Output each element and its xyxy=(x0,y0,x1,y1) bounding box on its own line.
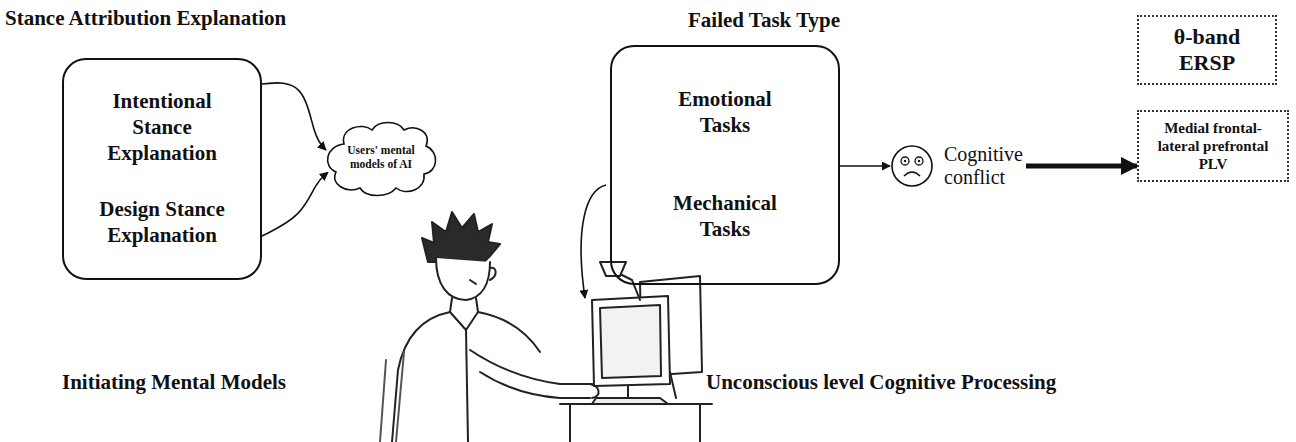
sad-face-icon xyxy=(890,144,934,188)
face-eye xyxy=(901,157,909,165)
task-box: Emotional TasksMechanical Tasks xyxy=(610,45,840,285)
measure-box: θ-band ERSP xyxy=(1137,15,1277,85)
ear xyxy=(490,268,496,280)
cloud-shape xyxy=(328,123,436,196)
heading-label: Initiating Mental Models xyxy=(62,370,286,395)
chair xyxy=(380,352,404,442)
pointer-arrow xyxy=(581,185,606,298)
connector-arrow xyxy=(262,172,328,236)
face-eye xyxy=(915,157,923,165)
hair xyxy=(422,212,500,262)
thought-cloud: Users' mental models of AI xyxy=(322,118,440,198)
node-text: Emotional Tasks xyxy=(655,87,795,138)
node-text: Cognitive conflict xyxy=(944,143,1026,189)
face-pupil xyxy=(918,160,920,162)
heading-label: Stance Attribution Explanation xyxy=(5,6,286,31)
person-illustration xyxy=(380,212,712,442)
screen xyxy=(600,305,661,378)
node-text: Design Stance Explanation xyxy=(74,197,250,248)
node-text: Intentional Stance Explanation xyxy=(97,89,227,166)
arm xyxy=(470,350,592,398)
connector-arrow xyxy=(1026,164,1137,169)
nose xyxy=(470,280,476,284)
conflict-face: Cognitive conflict xyxy=(890,143,1026,189)
lamp-shade xyxy=(600,262,626,276)
node-text: θ-band ERSP xyxy=(1152,24,1262,77)
connector-arrow xyxy=(840,165,890,167)
connector-arrow xyxy=(262,83,326,150)
measure-box: Medial frontal-lateral prefrontal PLV xyxy=(1137,110,1289,182)
face-pupil xyxy=(904,160,906,162)
node-text: Users' mental models of AI xyxy=(339,144,423,172)
face xyxy=(436,258,490,300)
node-text: Medial frontal-lateral prefrontal PLV xyxy=(1145,119,1281,173)
torso xyxy=(392,312,540,442)
collar xyxy=(450,312,478,330)
face-frown xyxy=(904,172,920,176)
face-circle xyxy=(892,146,932,186)
heading-label: Unconscious level Cognitive Processing xyxy=(706,370,1056,395)
keyboard xyxy=(592,398,668,404)
monitor-stand xyxy=(628,372,676,398)
shirt-line xyxy=(466,330,468,442)
desk xyxy=(560,404,712,442)
heading-label: Failed Task Type xyxy=(688,8,840,33)
neck xyxy=(450,298,478,312)
node-text: Mechanical Tasks xyxy=(650,191,800,242)
monitor-front xyxy=(592,296,670,386)
stance-box: Intentional Stance ExplanationDesign Sta… xyxy=(62,58,262,280)
